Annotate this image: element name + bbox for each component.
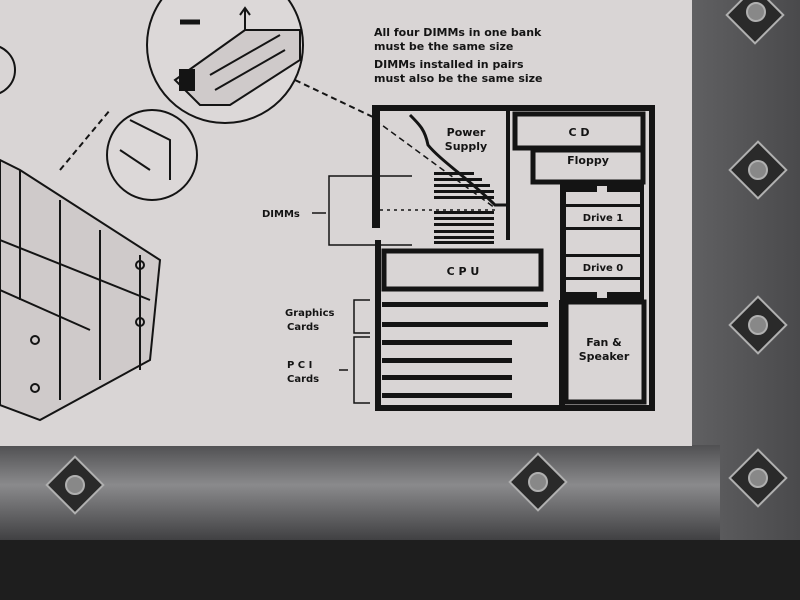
cpu-label: C P U [447,265,480,278]
screw-hole [728,448,788,508]
graphics-cards-label: Graphics [285,308,335,319]
power-supply-label: Supply [445,140,487,153]
screw-hole [508,452,568,512]
graphics-slot [382,322,548,327]
pci-slot [382,375,512,380]
screw-holes [45,0,788,515]
drive0-label: Drive 0 [583,263,623,274]
expansion-slots [382,302,548,398]
drive1-label: Drive 1 [583,213,623,224]
screw-hole [725,0,785,45]
chassis-layout-diagram [312,105,655,411]
fan-speaker-label: Speaker [579,350,630,363]
dimms-bracket [328,175,412,246]
pci-cards-label: Cards [287,374,319,385]
dimm-slots [434,172,494,244]
screw-hole [728,140,788,200]
fan-speaker-bay [563,299,647,405]
drive0-bay [566,257,640,277]
latch-detail-circle [106,109,198,201]
note-line: All four DIMMs in one bank [374,26,542,39]
partial-circle [0,46,16,94]
pci-slot [382,340,512,345]
drive1-bay [566,207,640,227]
pci-bracket [353,336,370,404]
dimms-label: DIMMs [262,209,300,220]
power-supply-label: Power [447,126,486,139]
metal-bottom-strip [0,445,720,545]
graphics-bracket [353,299,370,334]
note-line: must also be the same size [374,72,543,85]
pci-cards-label: P C I [287,360,312,371]
pci-slot [382,358,512,363]
screw-hole [45,455,105,515]
carpet [0,540,800,600]
graphics-cards-label: Cards [287,322,319,333]
cpu-box [381,248,544,292]
graphics-slot [382,302,548,307]
floppy-label: Floppy [567,154,609,167]
cd-label: C D [568,126,589,139]
pci-slot [382,393,512,398]
computer-illustration [0,0,376,422]
fan-speaker-label: Fan & [586,336,622,349]
note-line: DIMMs installed in pairs [374,58,524,71]
screw-hole [728,295,788,355]
note-line: must be the same size [374,40,513,53]
